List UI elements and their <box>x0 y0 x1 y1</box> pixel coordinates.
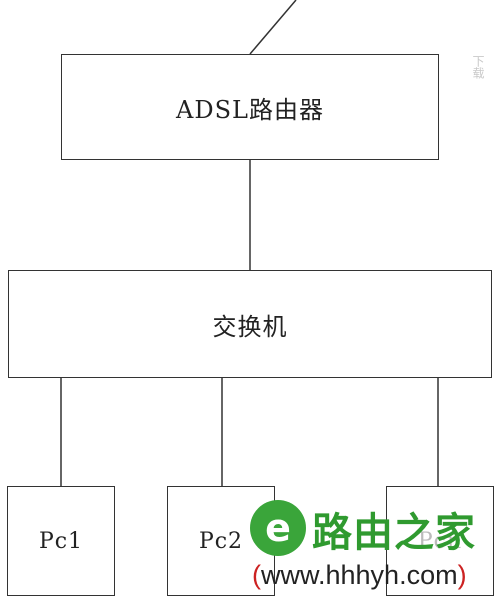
pc1-label: Pc1 <box>38 528 84 554</box>
switch-label: 交换机 <box>212 312 288 341</box>
paren-close: ) <box>457 560 467 590</box>
switch-node: 交换机 <box>8 270 492 378</box>
brand-url: (www.hhhyh.com) <box>252 560 467 591</box>
pc2-label: Pc2 <box>198 528 244 554</box>
pcn-label: Pcn <box>417 528 463 554</box>
url-text: www.hhhyh.com <box>261 560 458 590</box>
pc2-node: Pc2 <box>167 486 275 596</box>
brand-e-icon: e <box>250 500 306 556</box>
internet-link <box>249 0 297 55</box>
router-node: ADSL路由器 <box>61 54 439 160</box>
pcn-node: Pcn <box>386 486 494 596</box>
router-label: ADSL路由器 <box>176 95 324 124</box>
watermark-logo: e 路由之家 (www.hhhyh.com) <box>250 496 500 599</box>
paren-open: ( <box>252 560 261 590</box>
pc1-node: Pc1 <box>7 486 115 596</box>
brand-name: 路由之家 <box>312 510 476 556</box>
side-watermark: 下载 <box>471 55 485 79</box>
